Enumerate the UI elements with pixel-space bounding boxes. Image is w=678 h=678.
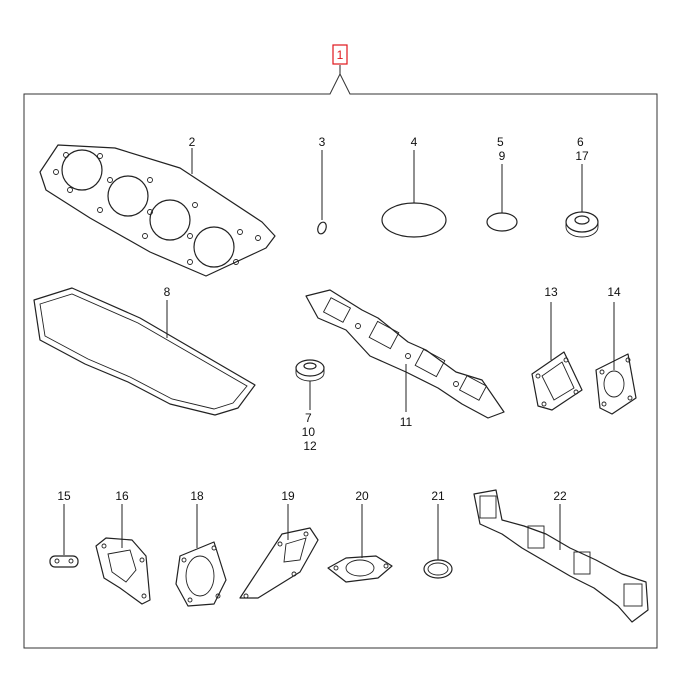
callout-8[interactable]: 8 <box>164 285 171 299</box>
part-18-water-pump-gasket[interactable] <box>175 541 227 607</box>
part-3-o-ring[interactable] <box>316 221 328 235</box>
callout-18[interactable]: 18 <box>190 489 204 503</box>
kit-marker-label: 1 <box>337 48 344 62</box>
callout-11[interactable]: 11 <box>400 415 413 429</box>
callout-13[interactable]: 13 <box>544 285 558 299</box>
callout-21[interactable]: 21 <box>431 489 445 503</box>
part-14-thermostat-gasket[interactable] <box>595 353 637 415</box>
part-6-17-seal-washer[interactable] <box>565 211 599 238</box>
part-5-9-o-ring[interactable] <box>486 212 518 232</box>
kit-marker[interactable]: 1 <box>332 44 348 65</box>
part-21-ring-gasket[interactable] <box>423 559 453 579</box>
callout-15[interactable]: 15 <box>57 489 71 503</box>
part-11-manifold-gasket[interactable] <box>305 289 505 419</box>
part-13-plate-gasket[interactable] <box>531 351 583 411</box>
part-8-valve-cover-gasket[interactable] <box>33 287 256 416</box>
part-22-exhaust-manifold-gasket[interactable] <box>473 489 649 623</box>
part-16-irregular-gasket[interactable] <box>95 537 151 605</box>
callout-6-17[interactable]: 6 17 <box>575 135 589 163</box>
callout-labels: 2 3 4 5 9 6 17 8 7 10 12 11 13 14 15 16 … <box>57 135 621 503</box>
part-7-10-12-seal-washer[interactable] <box>295 359 325 382</box>
kit-marker-box <box>332 44 348 65</box>
callout-19[interactable]: 19 <box>281 489 295 503</box>
part-19-cover-gasket[interactable] <box>239 527 319 599</box>
kit-frame <box>23 65 658 649</box>
part-2-head-gasket[interactable] <box>39 144 276 277</box>
callout-22[interactable]: 22 <box>553 489 567 503</box>
callout-2[interactable]: 2 <box>189 135 196 149</box>
part-20-flange-gasket[interactable] <box>327 555 393 583</box>
callout-16[interactable]: 16 <box>115 489 129 503</box>
callout-7-10-12[interactable]: 7 10 12 <box>302 411 319 453</box>
part-15-small-gasket[interactable] <box>49 555 79 568</box>
callout-14[interactable]: 14 <box>607 285 621 299</box>
part-4-large-o-ring[interactable] <box>381 202 447 238</box>
callout-20[interactable]: 20 <box>355 489 369 503</box>
callout-3[interactable]: 3 <box>319 135 326 149</box>
callout-4[interactable]: 4 <box>411 135 418 149</box>
callout-5-9[interactable]: 5 9 <box>497 135 507 163</box>
